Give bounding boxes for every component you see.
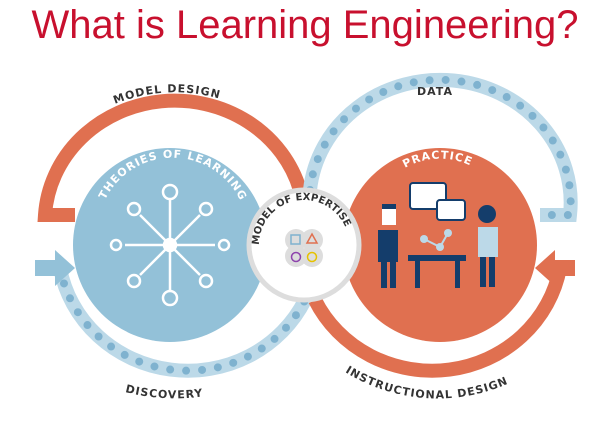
page-title: What is Learning Engineering? xyxy=(31,3,579,47)
network-icon xyxy=(109,183,231,307)
model-design-arc xyxy=(37,93,307,222)
instructional-design-arc xyxy=(308,266,567,378)
data-label: DATA xyxy=(417,85,453,98)
practice-illustration-icon xyxy=(378,182,498,288)
discovery-label: DISCOVERY xyxy=(124,382,204,401)
discovery-arrow-icon xyxy=(35,250,75,286)
shapes-icon xyxy=(285,229,323,267)
instructional-arrow-icon xyxy=(535,250,575,286)
